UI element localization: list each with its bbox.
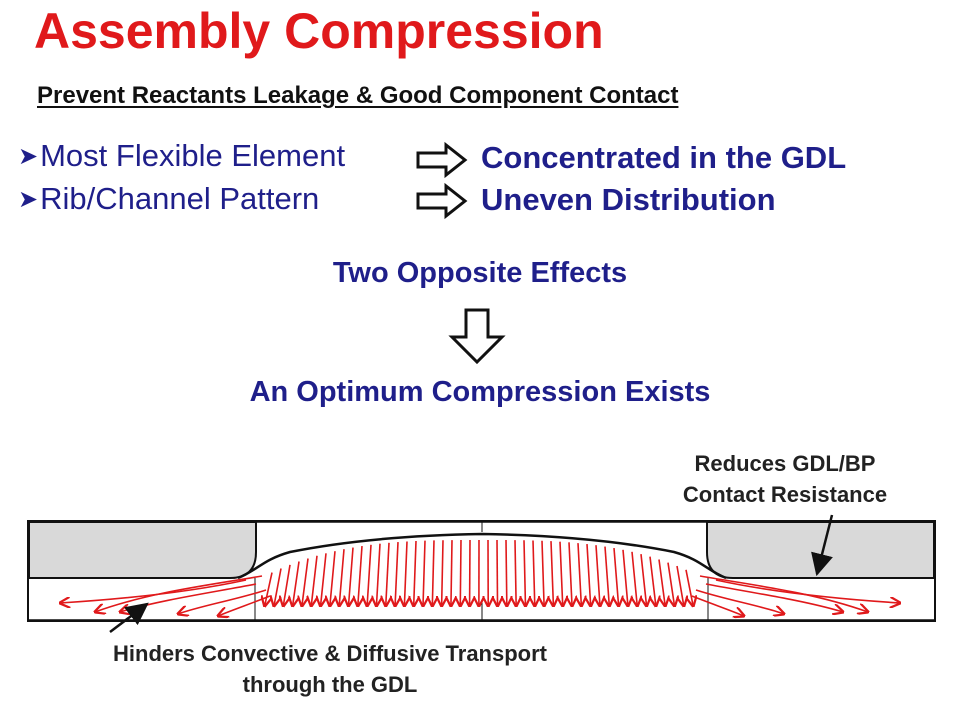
annotation-contact-resistance: Reduces GDL/BP Contact Resistance [620,448,950,510]
stress-arrow [641,554,647,606]
transport-pointer-arrow [109,602,149,633]
right-rib [706,521,935,579]
slide-title: Assembly Compression [34,3,604,59]
stress-arrows [60,539,900,616]
stress-arrow [650,556,656,606]
stress-arrow [614,548,619,606]
annotation-line: Reduces GDL/BP [694,451,876,476]
bullet-arrowhead-icon: ➤ [18,185,39,213]
annotation-line: Hinders Convective & Diffusive Transport [113,641,547,666]
stress-arrow [685,569,693,606]
flux-arrow [699,575,868,612]
stress-arrow [330,551,335,606]
bullet-text: Rib/Channel Pattern [40,181,320,216]
stress-arrow [533,540,535,606]
annotation-line: Contact Resistance [682,482,888,507]
stress-arrow [414,540,416,606]
down-arrow-icon [448,308,506,365]
stress-arrow [676,565,684,606]
stress-arrow [658,559,665,606]
right-arrow-icon [416,141,468,179]
stress-arrow [451,540,452,606]
bullet-text: Most Flexible Element [40,138,346,173]
stress-arrow [432,540,434,606]
conclusion-heading: An Optimum Compression Exists [249,376,711,408]
stress-arrow [395,542,398,606]
stress-arrow [302,558,309,606]
stress-arrow [404,541,407,606]
bullet-item: ➤ Rib/Channel Pattern [18,181,319,217]
stress-arrow [283,564,291,606]
right-arrow-icon [416,182,468,220]
stress-arrow [423,540,425,606]
gdl-bulge [237,532,727,580]
stress-arrow [542,540,544,606]
stress-arrow [442,540,443,606]
annotation-line: through the GDL [242,672,418,697]
slide-subtitle: Prevent Reactants Leakage & Good Compone… [37,82,679,109]
stress-arrow [524,540,525,606]
stress-arrow [587,544,591,606]
contact-pointer-arrow [811,514,834,577]
effects-heading: Two Opposite Effects [332,257,628,289]
stress-arrow [551,541,553,606]
stress-arrow [321,553,326,606]
annotation-transport: Hinders Convective & Diffusive Transport… [10,638,650,700]
stress-arrow [632,551,637,606]
stress-arrow [506,540,507,606]
stress-arrow [515,540,516,606]
stress-arrow [376,543,380,606]
bullet-item: ➤ Most Flexible Element [18,138,345,174]
stress-arrow [578,543,581,606]
stress-arrow [667,562,675,606]
stress-arrow [348,547,353,606]
stress-arrow [460,540,461,606]
stress-arrow [569,542,572,606]
stress-arrow [293,561,300,606]
bullet-result: Uneven Distribution [481,182,776,217]
stress-arrow [605,546,609,606]
stress-arrow [339,549,344,606]
flux-arrow [691,595,744,616]
stress-arrow [497,540,498,606]
stress-arrow [386,542,389,606]
stress-arrow [367,544,371,606]
flux-arrow [705,583,843,612]
stress-arrow [358,546,362,606]
bullet-arrowhead-icon: ➤ [18,142,39,170]
bullet-result: Concentrated in the GDL [481,140,847,175]
flux-arrow [715,579,900,603]
stress-arrow [596,545,600,606]
stress-arrow [274,568,282,606]
stress-arrow [265,572,273,606]
stress-arrow [560,541,563,606]
flux-arrow [218,595,271,616]
stress-arrow [311,555,317,606]
flux-arrow [95,575,263,612]
flux-arrow [60,579,247,603]
left-rib [28,521,257,579]
stress-arrow [623,549,628,606]
flux-arrow [178,589,267,614]
flux-arrow [695,589,784,614]
